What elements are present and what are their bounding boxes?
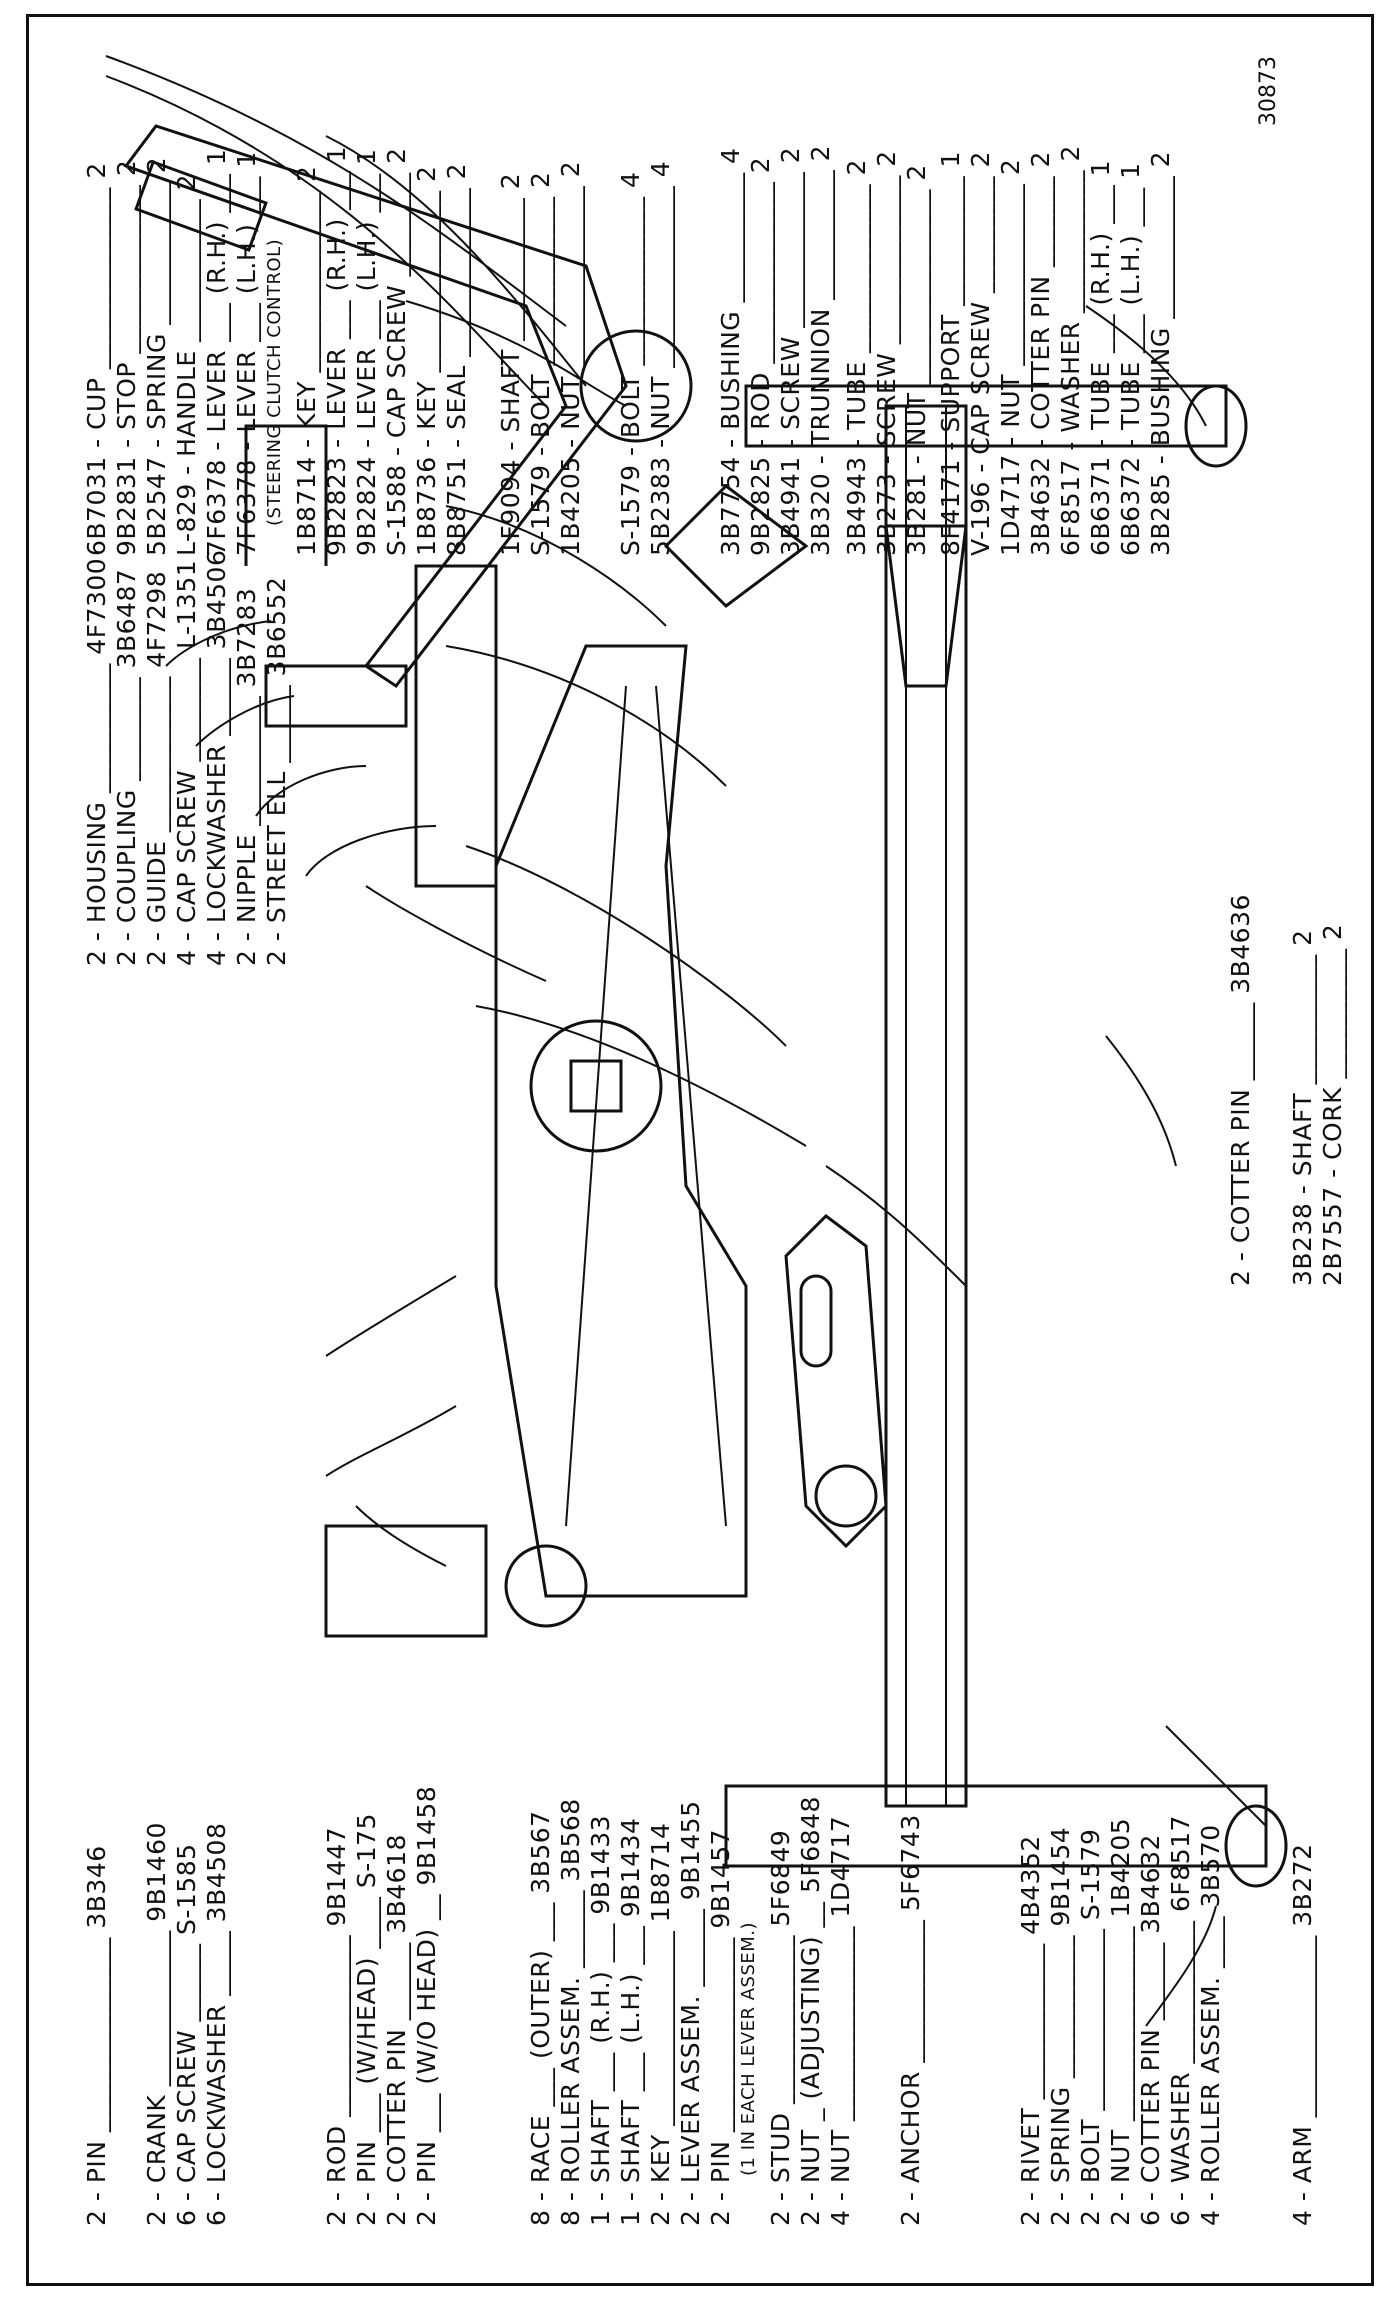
upper-part-6: 7F6378 - LEVER ___ (L.H.) ___ 1: [232, 151, 261, 556]
upper-part-30: 6F8517 - WASHER ___________ 2: [1056, 145, 1085, 556]
crank: [324, 1524, 488, 1638]
main-casting: [494, 644, 748, 1598]
lower-part-1: 2 - PIN _______________ 3B346: [82, 1845, 111, 2226]
lower-part-3: 6 - CAP SCREW ______ S-1585: [172, 1843, 201, 2226]
upper-part-2: 9B2831 - STOP _____________ 2: [112, 159, 141, 556]
lower-part-22: 2 - SPRING ___________ 9B1454: [1046, 1826, 1075, 2226]
lower-part-2: 2 - CRANK ____________ 9B1460: [142, 1822, 171, 2226]
cross-shaft: [884, 404, 968, 1808]
lever-hub: [579, 329, 693, 443]
upper-part-22: 3B320 - TRUNNION __________ 2: [806, 144, 835, 556]
upper-part-25: 3B281 - NUT _______________ 2: [902, 164, 931, 556]
mid-part-3: 2 - GUIDE ____________ 4F7298: [142, 570, 171, 966]
control-lever: [123, 124, 628, 689]
support: [663, 484, 809, 608]
upper-part-20: 9B2825 - ROD ______________ 2: [746, 156, 775, 556]
lower-part-17: 2 - STUD _____________ 5F6849: [766, 1829, 795, 2226]
lower-part-27: 4 - ROLLER ASSEM. ____ 3B570: [1196, 1824, 1225, 2226]
upper-part-9: 9B2823 - LEVER ___ (R.H.) ___ 1: [322, 145, 351, 556]
lever-assembly: [784, 1214, 888, 1549]
lower-part-16: (1 IN EACH LEVER ASSEM.): [738, 1921, 759, 2176]
upper-part-7: (STEERING CLUTCH CONTROL): [264, 238, 285, 526]
cotter-pin-label: 2 - COTTER PIN ______ 3B4636: [1226, 894, 1255, 1286]
coupling: [264, 664, 408, 728]
lower-part-13: 2 - KEY _______________ 1B8714: [646, 1822, 675, 2226]
upper-part-1: 6B7031 - CUP ______________ 2: [82, 162, 111, 556]
lower-part-10: 8 - ROLLER ASSEM. ______ 3B568: [556, 1798, 585, 2226]
lower-part-21: 2 - RIVET ____________ 4B4352: [1016, 1835, 1045, 2226]
lower-part-25: 6 - COTTER PIN ______ 3B4632: [1136, 1834, 1165, 2226]
handle: [134, 160, 268, 252]
mechanism-drawing: [105, 55, 1288, 2027]
upper-part-19: 3B7754 - BUSHING __________ 4: [716, 147, 745, 556]
mid-part-4: 4 - CAP SCREW ________ L-1351: [172, 559, 201, 966]
upper-part-8: 1B8714 - KEY ______________ 2: [292, 165, 321, 556]
lower-part-23: 2 - BOLT ______________ S-1579: [1076, 1828, 1105, 2226]
upper-part-14: 1F9094 - SHAFT ___________ 2: [496, 172, 525, 556]
lower-part-6: 2 - PIN ___ (W/HEAD) ____ S-175: [352, 1813, 381, 2226]
central-boss: [529, 1019, 663, 1153]
upper-part-10: 9B2824 - LEVER ___ (L.H.) ___ 1: [352, 148, 381, 556]
lower-part-8: 2 - PIN ___ (W/O HEAD) __ 9B1458: [412, 1785, 441, 2226]
lower-part-24: 2 - NUT _______________ 1B4205: [1106, 1817, 1135, 2226]
figure-number: 30873: [1256, 56, 1281, 126]
upper-part-31: 6B6371 - TUBE ___ (R.H.) ___ 1: [1086, 159, 1115, 556]
mid-part-5: 4 - LOCKWASHER ______ 3B4506: [202, 549, 231, 966]
upper-part-29: 3B4632 - COTTER PIN _______ 2: [1026, 151, 1055, 556]
upper-part-18: 5B2383 - NUT ______________ 4: [646, 160, 675, 556]
cork-label: 2B7557 - CORK __________ 2: [1318, 923, 1347, 1286]
rotated-parts-diagram: 6B7031 - CUP ______________ 2 9B2831 - S…: [26, 14, 1374, 2286]
lower-part-15: 2 - PIN _______________ 9B1457: [706, 1828, 735, 2226]
upper-part-12: 1B8736 - KEY ______________ 2: [412, 165, 441, 556]
upper-part-5: 7F6378 - LEVER ___ (R.H.) ___ 1: [202, 148, 231, 556]
upper-part-23: 3B4943 - TUBE _____________ 2: [842, 159, 871, 556]
upper-part-15: S-1579 - BOLT _____________ 2: [526, 171, 555, 556]
upper-part-24: 3B273 - SCREW _____________ 2: [872, 150, 901, 556]
housing: [414, 564, 498, 888]
roller-assembly-left: [1224, 1804, 1288, 1888]
street-ell: [244, 424, 328, 566]
lower-part-5: 2 - ROD ______________ 9B1447: [322, 1826, 351, 2226]
lower-part-26: 6 - WASHER ___________ 6F8517: [1166, 1815, 1195, 2226]
upper-part-27: V-196 - CAP SCREW _________ 2: [966, 151, 995, 556]
upper-part-32: 6B6372 - TUBE ___ (L.H.) ___ 1: [1116, 162, 1145, 557]
mid-part-6: 2 - NIPPLE __________ 3B7283: [232, 587, 261, 966]
lever-pin: [814, 1464, 878, 1528]
square-shaft: [569, 1059, 623, 1113]
upper-part-33: 3B285 - BUSHING ___________ 2: [1146, 150, 1175, 556]
trunnion: [884, 524, 968, 688]
lower-part-19: 4 - NUT _______________ 1D4717: [826, 1815, 855, 2226]
lower-part-4: 6 - LOCKWASHER _____ 3B4508: [202, 1822, 231, 2226]
upper-part-13: 8B8751 - SEAL _____________ 2: [442, 162, 471, 556]
lower-part-7: 2 - COTTER PIN ______ 3B4618: [382, 1834, 411, 2226]
lever-slot: [799, 1274, 833, 1368]
lower-part-9: 8 - RACE ___ (OUTER) ___ 3B567: [526, 1810, 555, 2226]
lower-part-28: 4 - ARM ______________ 3B272: [1288, 1843, 1317, 2226]
upper-part-11: S-1588 - CAP SCREW ________ 2: [382, 147, 411, 556]
mid-part-1: 2 - HOUSING __________ 4F7300: [82, 557, 111, 966]
upper-part-16: 1B4205 - NUT ______________ 2: [556, 160, 585, 556]
left-arm: [724, 1784, 1268, 1868]
upper-part-17: S-1579 - BOLT _____________ 4: [616, 171, 645, 556]
lower-part-12: 1 - SHAFT ___ (L.H.) ___ 9B1434: [616, 1817, 645, 2226]
upper-part-21: 3B4941 - SCREW ____________ 2: [776, 146, 805, 556]
mid-part-2: 2 - COUPLING ________ 3B6487: [112, 568, 141, 966]
roller-assembly-right: [1184, 384, 1248, 468]
mid-part-7: 2 - STREET ELL ______ 3B6552: [262, 576, 291, 966]
shaft-label: 3B238 - SHAFT __________ 2: [1288, 929, 1317, 1286]
lower-part-18: 2 - NUT _ (ADJUSTING) __ 5F6848: [796, 1796, 825, 2226]
lower-part-20: 2 - ANCHOR ___________ 5F6743: [896, 1814, 925, 2226]
upper-part-3: 5B2547 - SPRING ___________ 2: [142, 156, 171, 556]
right-arm: [744, 384, 1228, 448]
figure-border: [26, 14, 1374, 2286]
leader-lines: [105, 55, 1267, 2027]
lower-part-11: 1 - SHAFT ___ (R.H.) ___ 9B1433: [586, 1814, 615, 2226]
upper-part-26: 8F4171 - SUPPORT __________ 1: [936, 151, 965, 556]
lower-part-14: 2 - LEVER ASSEM. ______ 9B1455: [676, 1800, 705, 2227]
upper-part-4: L-829 - HANDLE ___________ 2: [172, 173, 201, 556]
anchor-roller: [504, 1544, 588, 1628]
upper-part-28: 1D4717 - NUT ______________ 2: [996, 158, 1025, 556]
mechanism-outline: [123, 124, 1288, 1888]
